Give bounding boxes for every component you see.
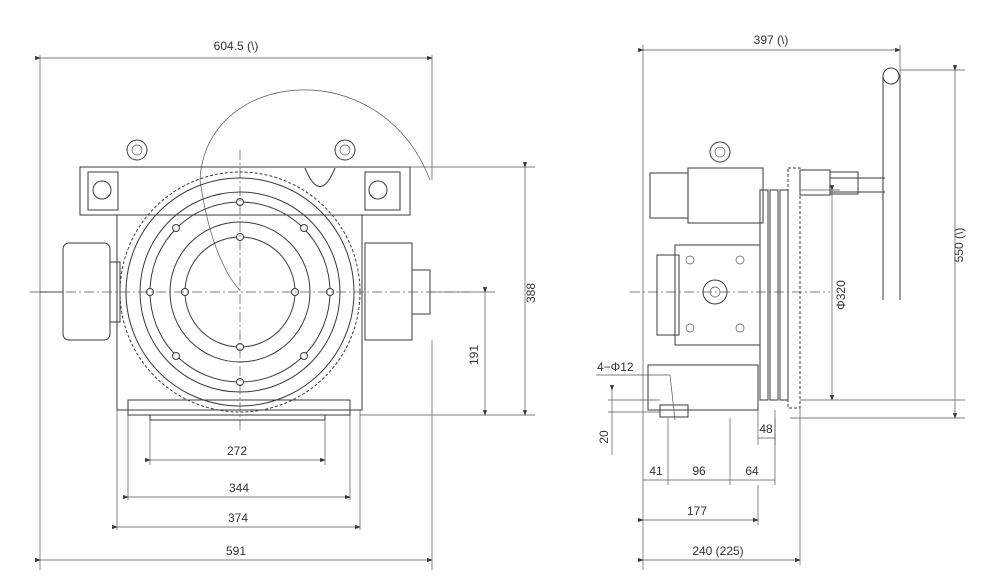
side-view: 397 (\) Φ bbox=[596, 33, 966, 570]
dim-front-top-width: 604.5 (\) bbox=[214, 39, 259, 53]
dim-front-width-344: 344 bbox=[229, 481, 249, 495]
front-view: 604.5 (\) bbox=[30, 39, 538, 570]
dim-front-width-272: 272 bbox=[227, 444, 247, 458]
dim-side-240: 240 (225) bbox=[692, 544, 743, 558]
dim-side-total-height: 550 (\) bbox=[952, 228, 966, 263]
dim-side-base-20: 20 bbox=[597, 430, 611, 444]
dim-front-width-591: 591 bbox=[226, 544, 246, 558]
dim-front-height-388: 388 bbox=[524, 283, 538, 303]
label-side-holes: 4−Φ12 bbox=[597, 360, 634, 374]
dim-side-diameter: Φ320 bbox=[834, 280, 848, 310]
dim-front-width-374: 374 bbox=[228, 511, 248, 525]
bolt-hole bbox=[300, 224, 308, 232]
dim-side-41: 41 bbox=[649, 464, 663, 478]
bolt-hole bbox=[300, 352, 308, 360]
bolt-hole bbox=[172, 352, 180, 360]
dim-side-top-width: 397 (\) bbox=[754, 33, 789, 47]
gear-bolt-holes bbox=[146, 198, 334, 386]
dim-side-177: 177 bbox=[687, 504, 707, 518]
dim-front-height-191: 191 bbox=[467, 345, 481, 365]
bolt-hole bbox=[172, 224, 180, 232]
dim-side-96: 96 bbox=[692, 464, 706, 478]
dim-side-48: 48 bbox=[759, 422, 773, 436]
dim-side-64: 64 bbox=[745, 464, 759, 478]
